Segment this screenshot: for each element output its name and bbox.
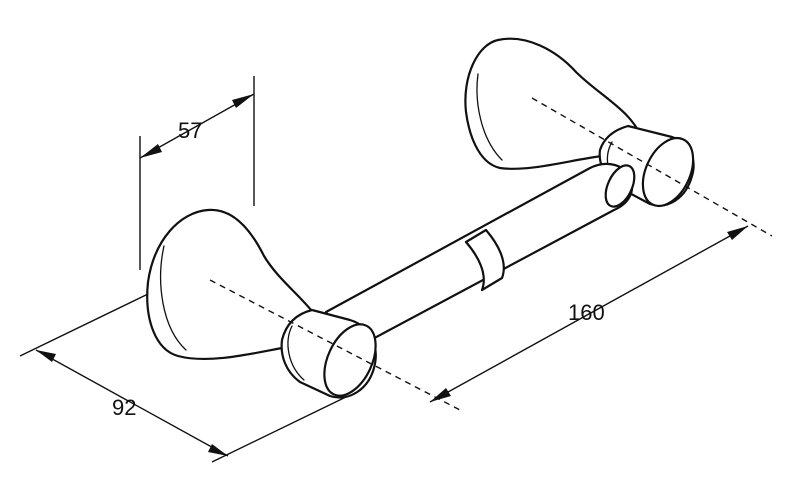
front-cup-seam (287, 325, 305, 381)
height-arrow-bottom (208, 444, 228, 456)
dimension-length: 160 (429, 225, 749, 403)
back-cup-face (641, 136, 695, 208)
dimension-height: 92 (19, 293, 349, 463)
length-dimension-line (429, 225, 749, 403)
centerline-front (209, 279, 461, 411)
depth-arrow-left (140, 144, 162, 158)
depth-arrow-right (232, 94, 254, 108)
depth-label: 57 (178, 118, 202, 143)
front-wall-bracket (146, 208, 377, 399)
front-wall-plate (146, 208, 328, 361)
front-cup-face (323, 323, 377, 397)
height-extension-bottom (211, 395, 349, 463)
roller-bar (324, 162, 636, 352)
roller-coupling-edge-left (465, 241, 485, 291)
length-label: 160 (568, 300, 605, 325)
length-arrow-left (430, 388, 451, 402)
roller-coupling-edge-right (485, 229, 505, 279)
height-arrow-top (36, 350, 56, 362)
back-wall-plate-contour (476, 73, 503, 161)
centerline-back (531, 97, 773, 237)
height-extension-top (19, 293, 149, 357)
dimension-depth: 57 (139, 76, 255, 270)
height-dimension-line (35, 349, 229, 457)
length-arrow-right (727, 226, 748, 240)
height-label: 92 (112, 395, 136, 420)
roller-end-cap (604, 164, 636, 208)
front-wall-plate-contour (160, 245, 187, 351)
